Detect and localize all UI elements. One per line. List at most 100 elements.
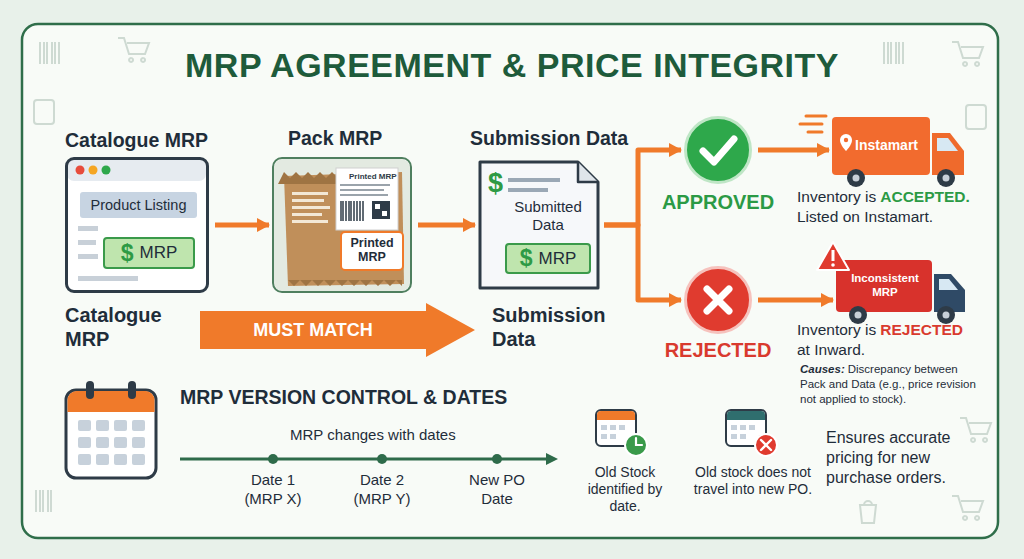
calendar-cell: [96, 420, 109, 431]
truck-box: Instamart: [832, 117, 930, 175]
window-dot: [76, 166, 85, 175]
flow-arrow: [604, 150, 681, 225]
window-dot: [89, 166, 98, 175]
mrp-box: $MRP: [103, 237, 195, 269]
timeline-dot: [492, 454, 502, 464]
flow-arrow: [604, 225, 681, 300]
truck-wheel: [937, 169, 955, 187]
truck-wheel: [853, 175, 860, 182]
pack-frame: [274, 159, 410, 291]
match-arrow: MUST MATCH: [200, 303, 475, 357]
calendar-cell: [132, 437, 145, 448]
caption-group: Inventory isACCEPTED.Listed on Instamart…: [797, 187, 1002, 227]
truck-box: Inconsistent MRP: [836, 260, 932, 312]
truck-wheel: [943, 312, 950, 319]
text-line: [508, 188, 548, 192]
cart-icon: [118, 38, 149, 62]
text-line: [78, 240, 96, 245]
flow-arrow: [758, 148, 829, 153]
caption-text: Inventory is: [797, 321, 876, 338]
cart-icon: [952, 42, 983, 66]
window-dot: [102, 166, 111, 175]
text-line: [340, 194, 388, 196]
truck-text: Instamart: [855, 137, 918, 153]
mrp-text: MRP: [539, 249, 577, 269]
truck-cargo: [836, 260, 932, 312]
calendar-ring: [86, 381, 94, 399]
caption-group: Inventory isREJECTEDat Inward.: [797, 320, 1002, 360]
callout-box: Printed MRP: [340, 231, 404, 271]
rejected-circle: REJECTED: [684, 266, 752, 334]
arrow-text: MUST MATCH: [200, 303, 426, 357]
calendar-cell: [601, 434, 607, 439]
basket-icon: [34, 100, 54, 124]
truck-window: [939, 279, 958, 290]
timeline-dot: [377, 454, 387, 464]
calendar-cell: [749, 425, 755, 430]
calendar-cell: [96, 437, 109, 448]
truck-wheel: [855, 312, 862, 319]
text-line: [340, 189, 384, 191]
text-line: [78, 226, 98, 231]
arrow-body: [200, 303, 475, 357]
text-line: [292, 206, 330, 209]
bag-icon: [860, 501, 876, 523]
text-line: [292, 192, 328, 195]
cart-icon: [960, 418, 991, 442]
clock-hands: [636, 438, 642, 445]
calendar-cell: [78, 454, 91, 465]
document-shape: [480, 162, 598, 288]
calendar-cell: [96, 454, 109, 465]
status-text: REJECTED: [665, 339, 772, 362]
text-line: [508, 178, 560, 182]
truck-wheel: [847, 169, 865, 187]
clock-badge: [625, 434, 647, 456]
calendar-cell: [78, 437, 91, 448]
text-line: [292, 213, 322, 216]
truck-cargo: [832, 117, 930, 175]
browser-window: Catalogue MRPProduct Listing$MRP: [65, 157, 209, 293]
truck-window: [937, 138, 958, 151]
basket-icon: [966, 105, 986, 129]
date-label: Date 2 (MRP Y): [347, 471, 417, 509]
check-mark: [703, 139, 734, 162]
column-caption: Submission Data: [492, 303, 610, 351]
flow-arrow: [215, 223, 269, 228]
calendar-icon: [66, 390, 156, 478]
text-line: [292, 220, 328, 223]
document-fold: [578, 162, 598, 182]
flow-arrow: [758, 298, 833, 303]
caption-group: Causes:Discrepancy between Pack and Data…: [800, 362, 980, 407]
truck-text: Inconsistent MRP: [844, 272, 926, 300]
section-heading: MRP VERSION CONTROL & DATES: [180, 386, 507, 409]
text-line: [78, 254, 98, 259]
mrp-box: $ MRP: [505, 243, 591, 274]
status-word: REJECTED: [880, 321, 963, 338]
summary-text: Ensures accurate pricing for new purchas…: [826, 428, 978, 488]
callout-text: Printed MRP: [342, 237, 402, 265]
truck-cab: [934, 274, 965, 312]
currency-sign: $: [520, 245, 533, 272]
diagram-title: MRP AGREEMENT & PRICE INTEGRITY: [0, 46, 1024, 85]
pin-icon: [844, 138, 848, 142]
currency-sign: $: [488, 168, 503, 199]
calendar-cell: [132, 454, 145, 465]
calendar-cell: [610, 434, 616, 439]
calendar-cell: [731, 434, 737, 439]
timeline-caption: MRP changes with dates: [290, 426, 456, 443]
caption-text: Listed on Instamart.: [797, 207, 1002, 227]
barcode-icon: [884, 42, 903, 64]
calendar-top: [727, 411, 765, 420]
calendar-cell: [619, 425, 625, 430]
truck-wheel: [943, 175, 950, 182]
pin-icon: [840, 134, 852, 151]
listing-text: Product Listing: [80, 192, 197, 218]
calendar-cell: [132, 420, 145, 431]
qr-code: [372, 201, 390, 219]
barcode: [341, 201, 363, 221]
calendar-cell: [731, 425, 737, 430]
warning-mark: [832, 250, 835, 261]
calendar-grid: [601, 425, 625, 439]
window-fill: [66, 158, 207, 291]
rule-text: Old Stock identified by date.: [578, 464, 672, 514]
